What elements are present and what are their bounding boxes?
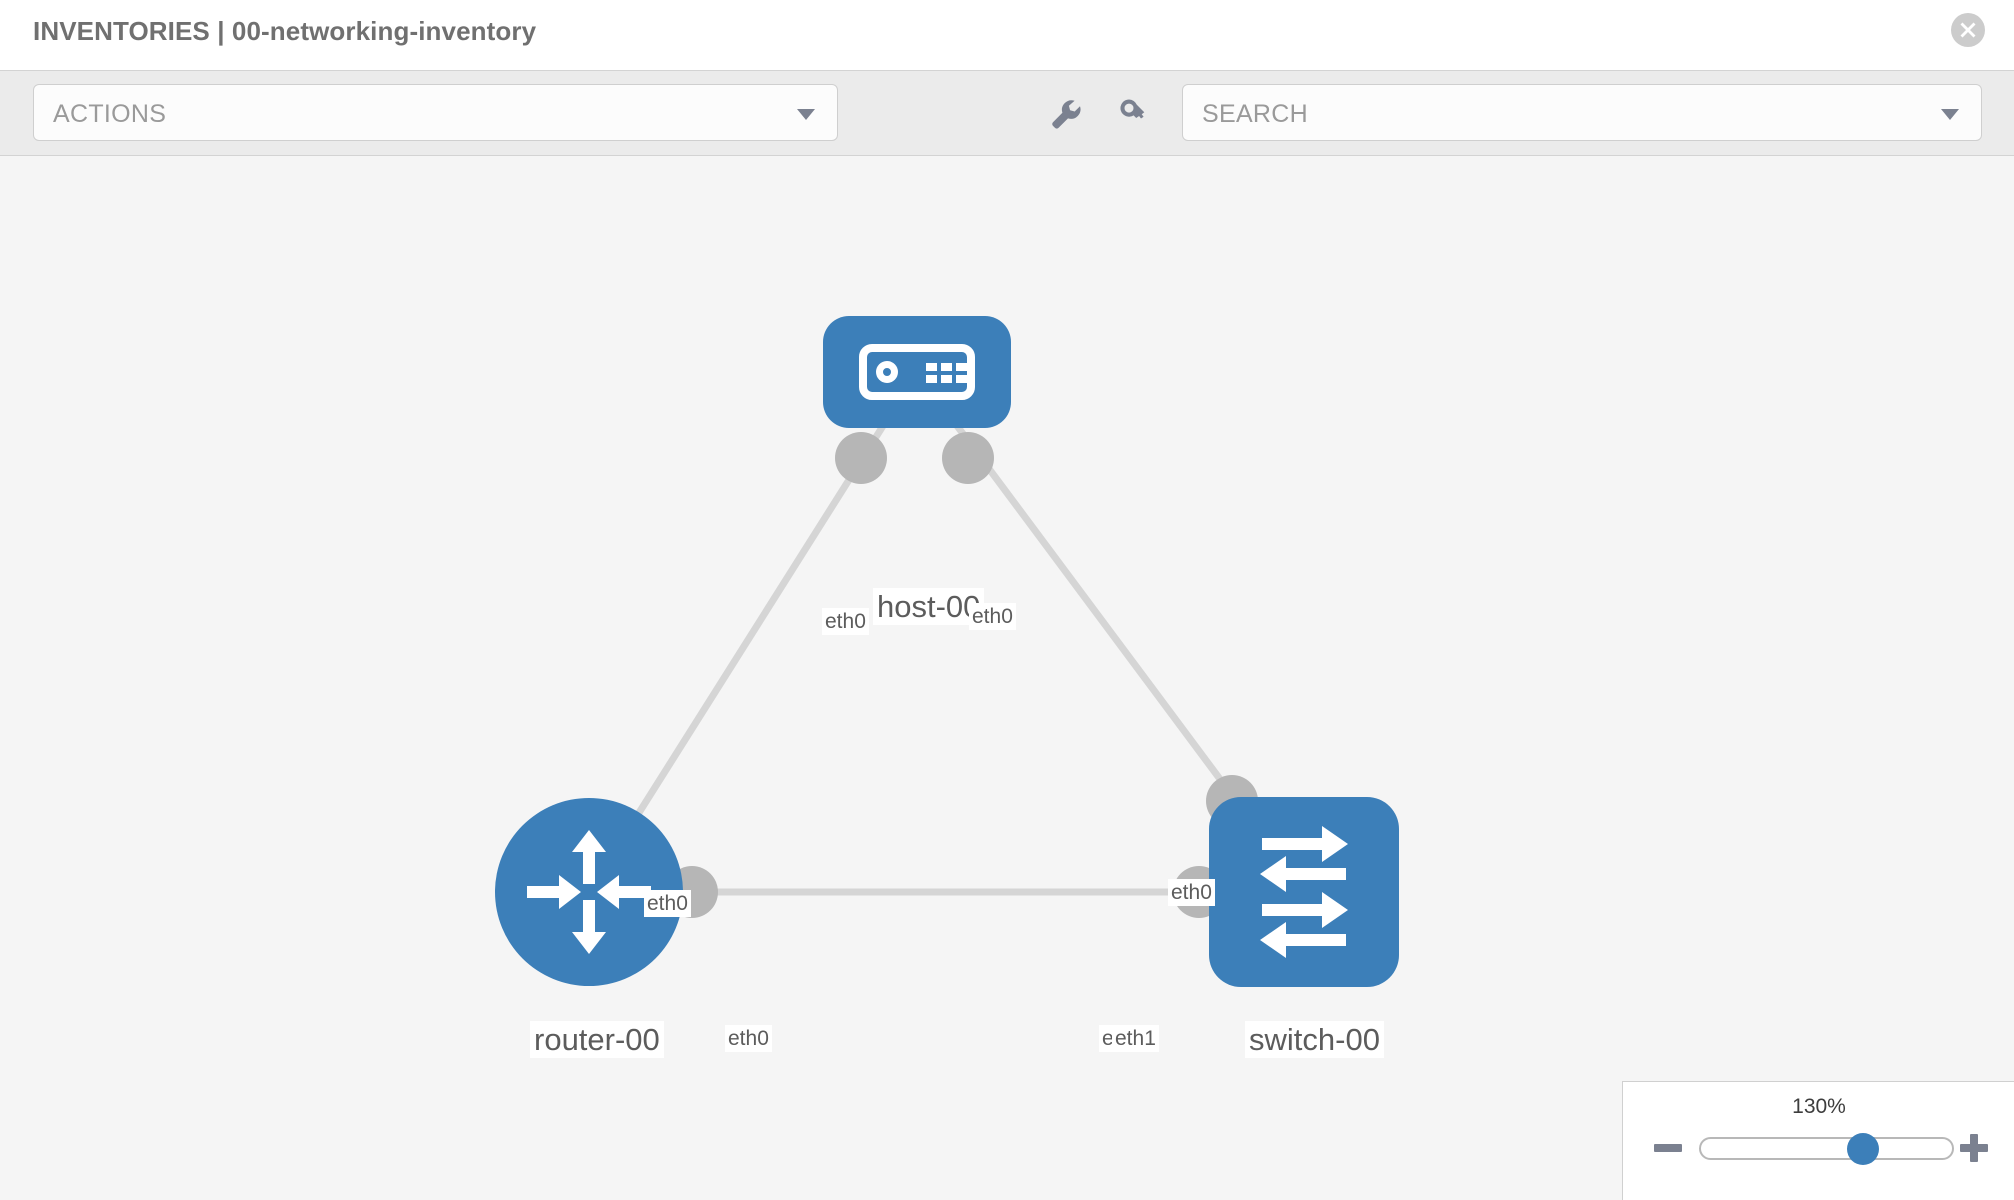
edge-label-host-router-near: eth0 bbox=[822, 608, 869, 635]
actions-dropdown-label: ACTIONS bbox=[53, 100, 167, 128]
topology-graph bbox=[495, 316, 1399, 987]
node-host-00[interactable] bbox=[823, 316, 1011, 428]
zoom-out-button[interactable] bbox=[1651, 1130, 1685, 1166]
zoom-slider-thumb[interactable] bbox=[1847, 1133, 1879, 1165]
edge-label-router-switch-near: eth0 bbox=[725, 1025, 772, 1052]
actions-dropdown[interactable]: ACTIONS bbox=[33, 84, 838, 141]
connector-host-left bbox=[835, 432, 887, 484]
node-switch-00[interactable] bbox=[1209, 797, 1399, 987]
page-title: INVENTORIES | 00-networking-inventory bbox=[33, 16, 537, 46]
edge-label-host-switch-near: eth0 bbox=[969, 603, 1016, 630]
node-router-00[interactable] bbox=[495, 798, 683, 986]
close-icon[interactable] bbox=[1951, 13, 1985, 47]
topology-canvas[interactable]: host-00 router-00 switch-00 eth0 eth0 et… bbox=[0, 156, 2014, 1200]
zoom-slider-row bbox=[1623, 1130, 2014, 1170]
edge-label-host-router-far: eth0 bbox=[644, 890, 691, 917]
toolbar: ACTIONS SEARCH bbox=[0, 70, 2014, 156]
zoom-control-panel: 130% bbox=[1622, 1081, 2014, 1200]
key-icon[interactable] bbox=[1113, 93, 1153, 133]
node-label-router-00: router-00 bbox=[530, 1021, 664, 1058]
chevron-down-icon[interactable] bbox=[1941, 108, 1959, 120]
page-header: INVENTORIES | 00-networking-inventory bbox=[0, 0, 2014, 70]
node-label-switch-00: switch-00 bbox=[1245, 1021, 1384, 1058]
edge-label-router-switch-far: eth1 bbox=[1112, 1025, 1159, 1052]
node-label-host-00: host-00 bbox=[873, 588, 985, 625]
zoom-in-button[interactable] bbox=[1957, 1130, 1991, 1166]
wrench-icon[interactable] bbox=[1045, 93, 1085, 133]
zoom-slider[interactable] bbox=[1699, 1133, 1954, 1165]
search-placeholder: SEARCH bbox=[1202, 100, 1308, 128]
zoom-level-value: 130% bbox=[1792, 1095, 1846, 1118]
chevron-down-icon bbox=[797, 108, 815, 120]
search-input[interactable]: SEARCH bbox=[1182, 84, 1982, 141]
connector-host-right bbox=[942, 432, 994, 484]
edge-label-host-switch-far: eth0 bbox=[1168, 879, 1215, 906]
